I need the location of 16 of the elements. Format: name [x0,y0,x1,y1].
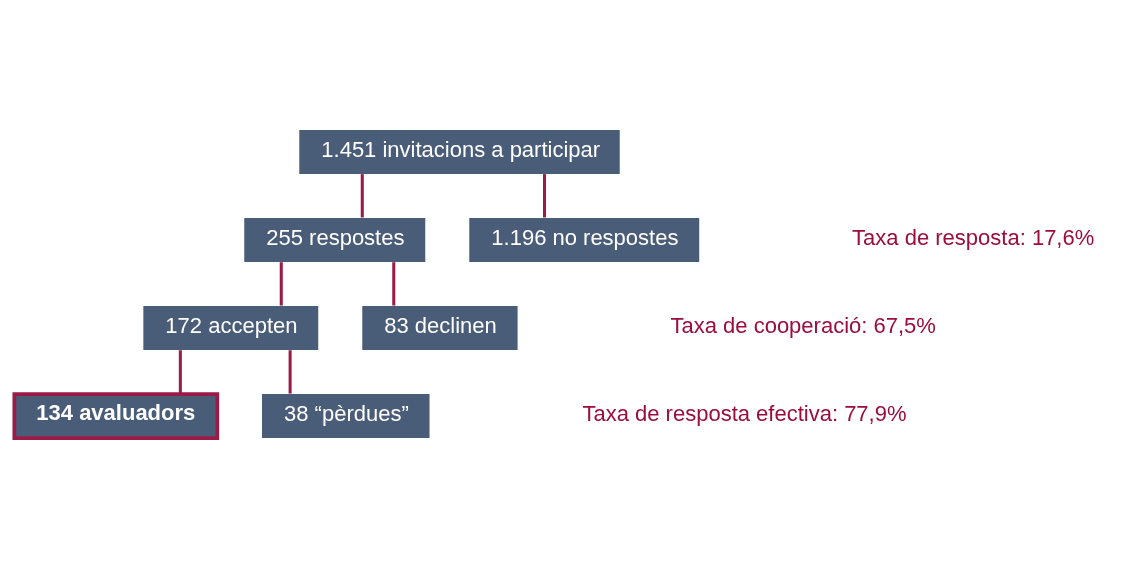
node-box: 1.196 no respostes [469,217,700,262]
label: Taxa de resposta efectiva: 77,9% [582,401,907,427]
connector [178,350,182,394]
node-box: 1.451 invitacions a participar [299,129,620,174]
connector [543,174,547,218]
connector [360,174,364,218]
node-box: 83 declinen [362,306,518,351]
connector [288,350,292,394]
node-box: 172 accepten [143,306,319,351]
node-box: 134 avaluadors [12,392,220,440]
node-box: 255 respostes [244,217,426,262]
connector [279,262,283,306]
label: Taxa de cooperació: 67,5% [670,313,936,339]
node-box: 38 “pèrdues” [262,394,430,439]
connector [392,262,396,306]
label: Taxa de resposta: 17,6% [852,225,1095,251]
